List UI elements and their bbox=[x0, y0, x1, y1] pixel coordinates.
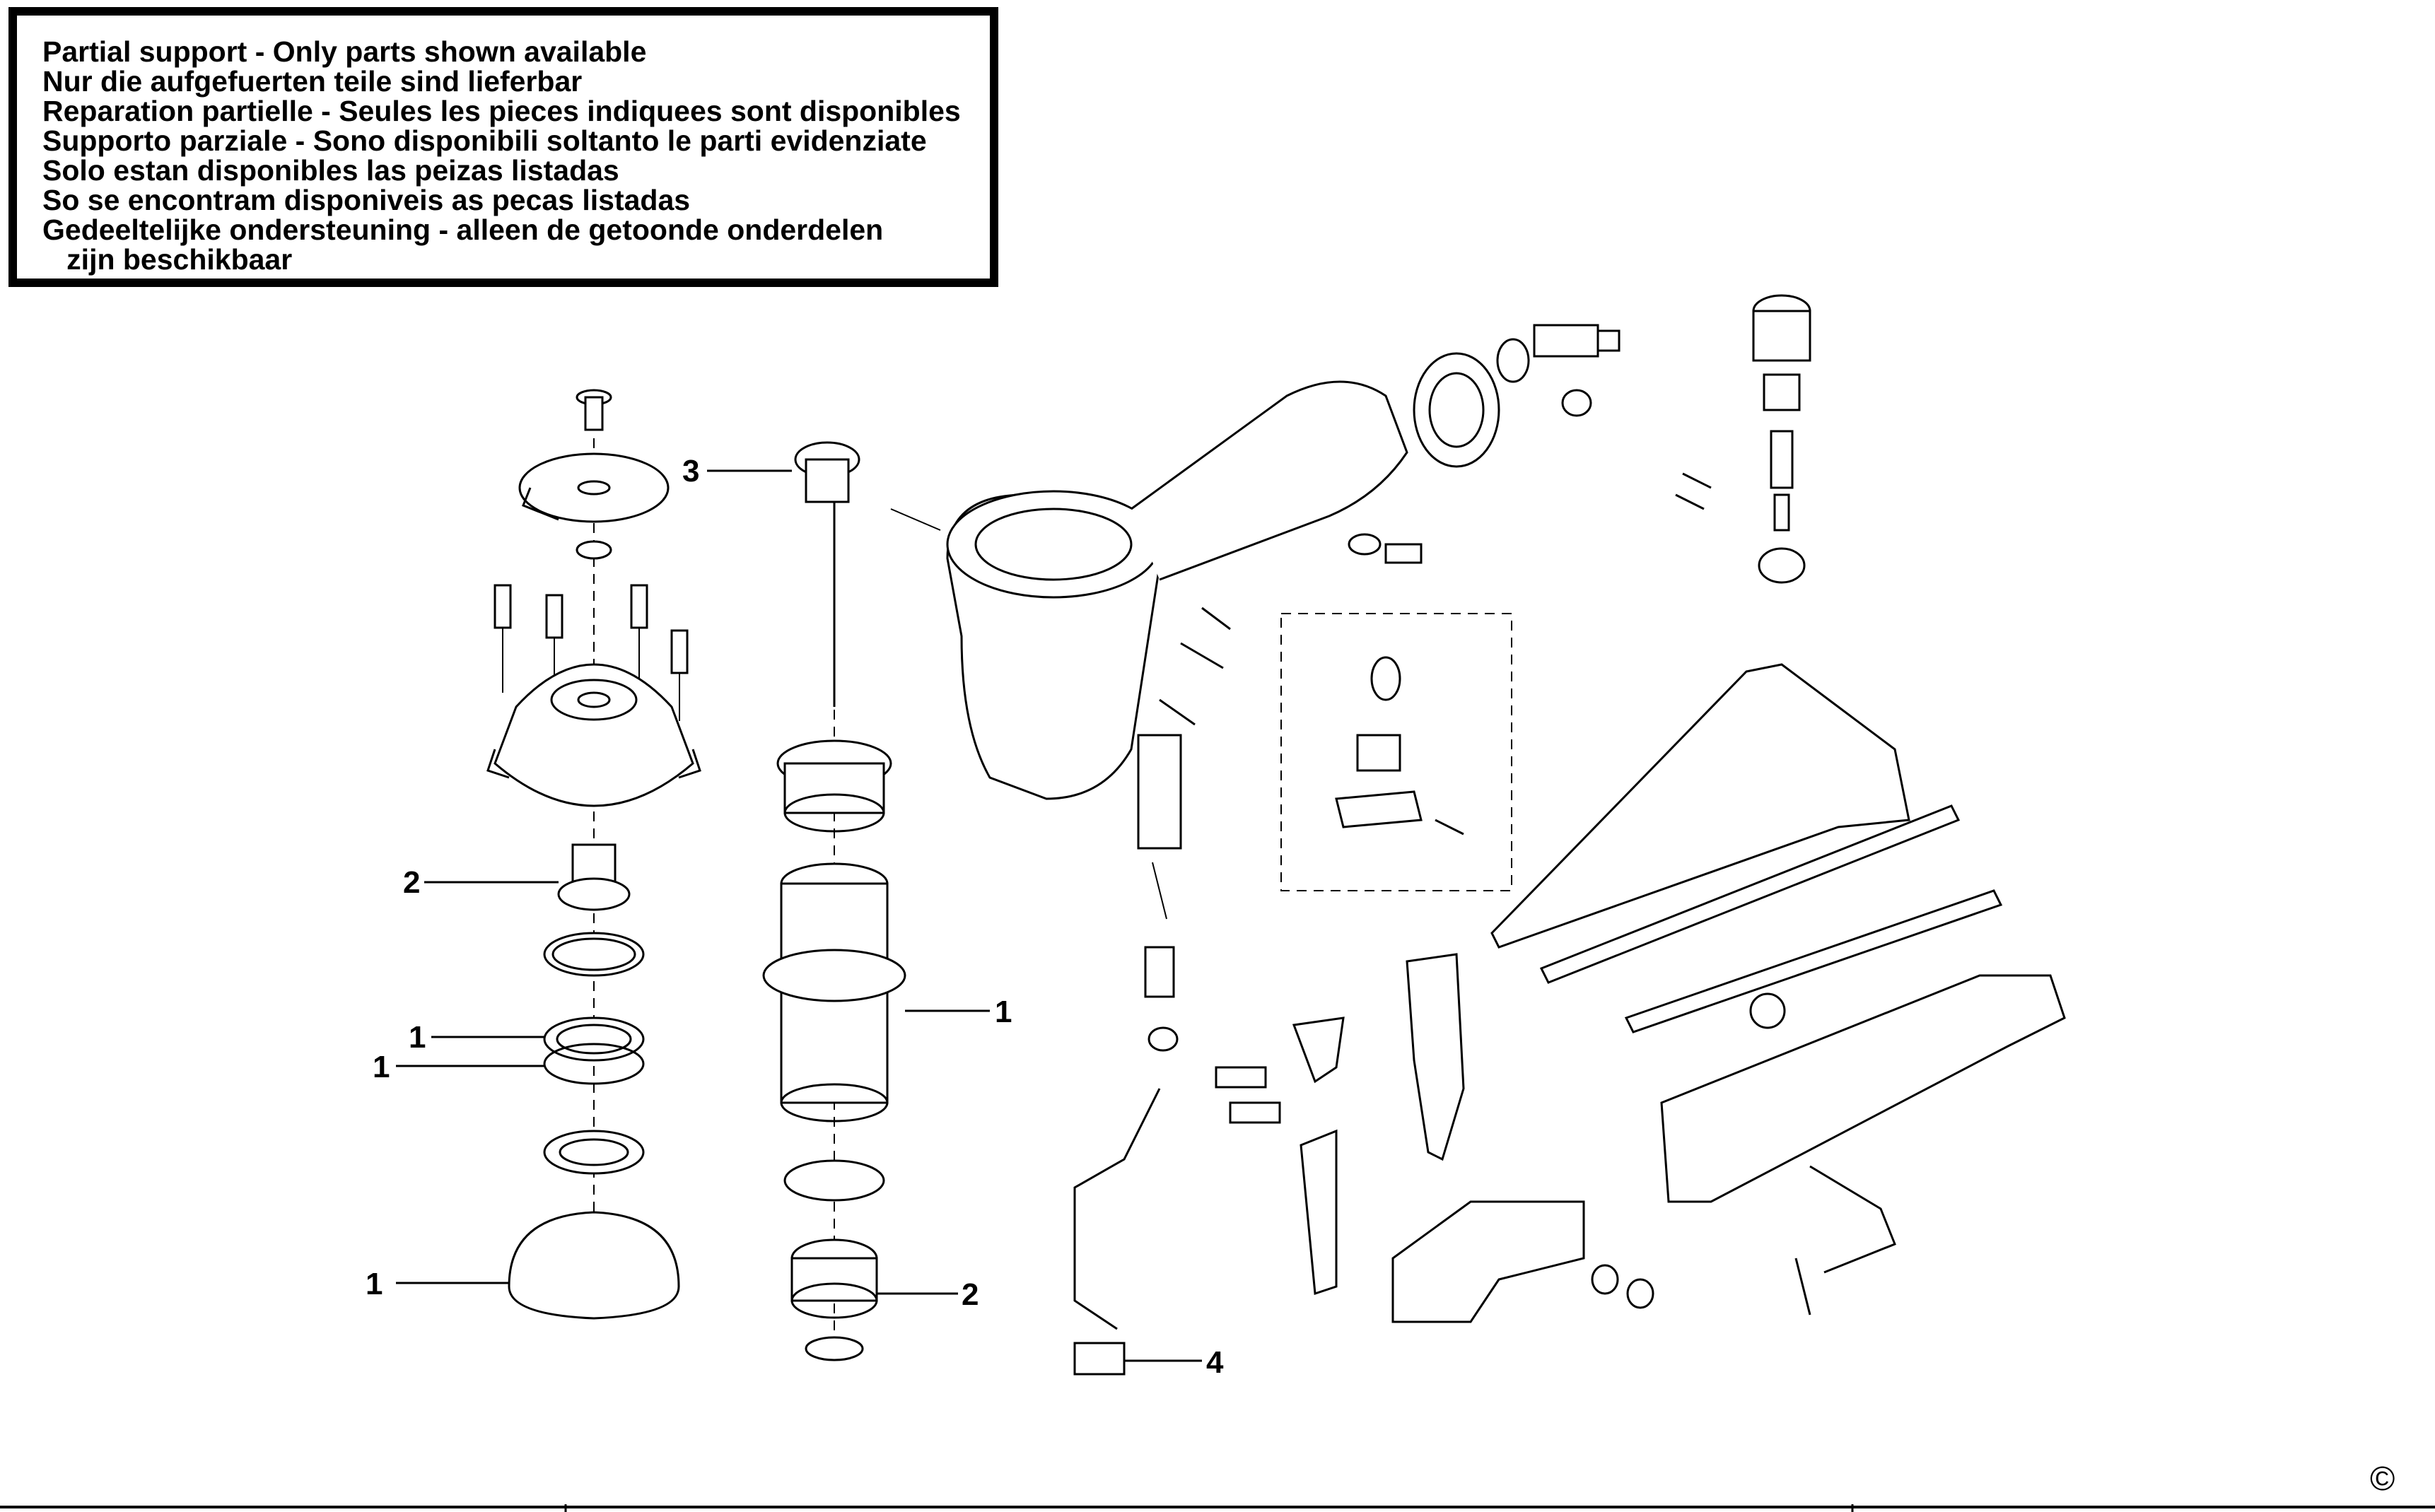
notice-line-nl-cont: zijn beschikbaar bbox=[42, 243, 293, 276]
o-ring-3 bbox=[543, 1130, 645, 1175]
callout-leaders bbox=[396, 469, 1202, 1362]
cylinder-sleeve bbox=[762, 862, 906, 1123]
top-valve bbox=[794, 441, 860, 707]
notice-line-pt: So se encontram disponiveis as pecas lis… bbox=[42, 184, 691, 216]
filter-washer bbox=[1496, 338, 1530, 383]
callout-3-top-valve: 3 bbox=[682, 454, 699, 488]
bottom-washer bbox=[805, 1336, 864, 1361]
cap-gasket bbox=[508, 1211, 680, 1320]
hanger-washer bbox=[1348, 533, 1382, 556]
pins bbox=[1159, 472, 1712, 726]
air-fitting bbox=[1533, 324, 1621, 358]
magazine-assembly bbox=[1490, 663, 2066, 1315]
copyright-mark: © bbox=[2370, 1460, 2395, 1498]
callout-4-trigger-cap: 4 bbox=[1206, 1345, 1224, 1380]
nose-assembly bbox=[1215, 953, 1654, 1323]
notice-line-de: Nur die aufgefuerten teile sind lieferba… bbox=[42, 65, 583, 98]
callout-1-lower-oring: 1 bbox=[373, 1050, 390, 1084]
hanger-screw bbox=[1384, 543, 1423, 564]
notice-line-fr: Reparation partielle - Seules les pieces… bbox=[42, 95, 961, 127]
nailer-housing bbox=[890, 324, 1621, 800]
cylinder-stack bbox=[762, 441, 906, 1361]
callout-2-cap-valve: 2 bbox=[403, 865, 420, 900]
trigger-cap bbox=[1073, 1342, 1126, 1376]
head-valve-stack bbox=[1752, 294, 1811, 584]
inset-detail-parts bbox=[1335, 656, 1464, 836]
o-ring-1 bbox=[543, 932, 645, 977]
notice-line-it: Supporto parziale - Sono disponibili sol… bbox=[42, 124, 927, 157]
cap-valve bbox=[557, 843, 631, 911]
notice-line-nl: Gedeeltelijke ondersteuning - alleen de … bbox=[42, 213, 884, 246]
partial-support-notice-box: Partial support - Only parts shown avail… bbox=[8, 7, 998, 287]
exhaust-plug bbox=[1561, 389, 1592, 417]
top-cover bbox=[518, 452, 670, 523]
cap-assembly-stack bbox=[486, 389, 701, 1320]
callout-1-upper-oring: 1 bbox=[409, 1020, 426, 1055]
cylinder-cap bbox=[486, 663, 701, 807]
cap-bolts bbox=[494, 584, 689, 721]
cap-screw bbox=[576, 389, 612, 431]
end-cap bbox=[1413, 352, 1500, 468]
piston-bumper bbox=[790, 1238, 878, 1319]
trigger-assembly bbox=[1073, 734, 1182, 1376]
notice-line-es: Solo estan disponibles las peizas listad… bbox=[42, 154, 619, 187]
washer bbox=[576, 540, 612, 560]
callout-2-piston-bumper: 2 bbox=[962, 1277, 979, 1312]
notice-lines: Partial support - Only parts shown avail… bbox=[42, 37, 961, 274]
callout-1-cylinder: 1 bbox=[995, 995, 1012, 1029]
notice-line-en: Partial support - Only parts shown avail… bbox=[42, 35, 647, 68]
bumper-ring bbox=[783, 1159, 885, 1202]
callout-1-gasket: 1 bbox=[366, 1267, 383, 1301]
